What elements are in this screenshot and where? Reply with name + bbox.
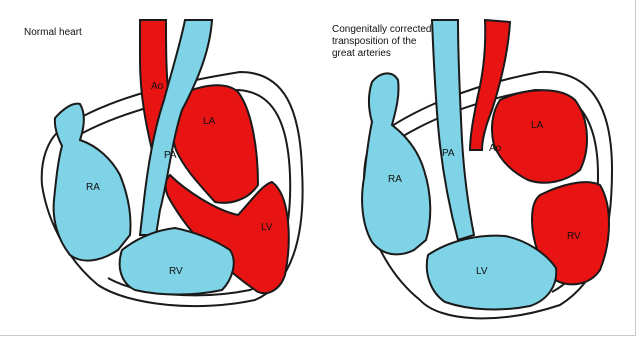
normal-label-ra: RA bbox=[86, 182, 100, 193]
cctga-label-lv: LV bbox=[476, 266, 488, 277]
cctga-label-rv: RV bbox=[567, 231, 581, 242]
cctga-label-la: LA bbox=[531, 120, 544, 131]
normal-label-pa: PA bbox=[164, 150, 177, 161]
cctga-heart-diagram: RA PA LA Ao RV LV bbox=[362, 20, 612, 318]
cctga-right-atrium bbox=[362, 73, 430, 254]
cctga-label-ra: RA bbox=[388, 174, 402, 185]
cctga-label-pa: PA bbox=[442, 148, 455, 159]
normal-heart-diagram: Ao PA LA RA LV RV bbox=[42, 20, 303, 306]
normal-label-la: LA bbox=[203, 116, 216, 127]
normal-label-rv: RV bbox=[169, 266, 183, 277]
normal-label-lv: LV bbox=[261, 222, 273, 233]
normal-label-ao: Ao bbox=[151, 81, 164, 92]
cctga-label-ao: Ao bbox=[489, 143, 502, 154]
